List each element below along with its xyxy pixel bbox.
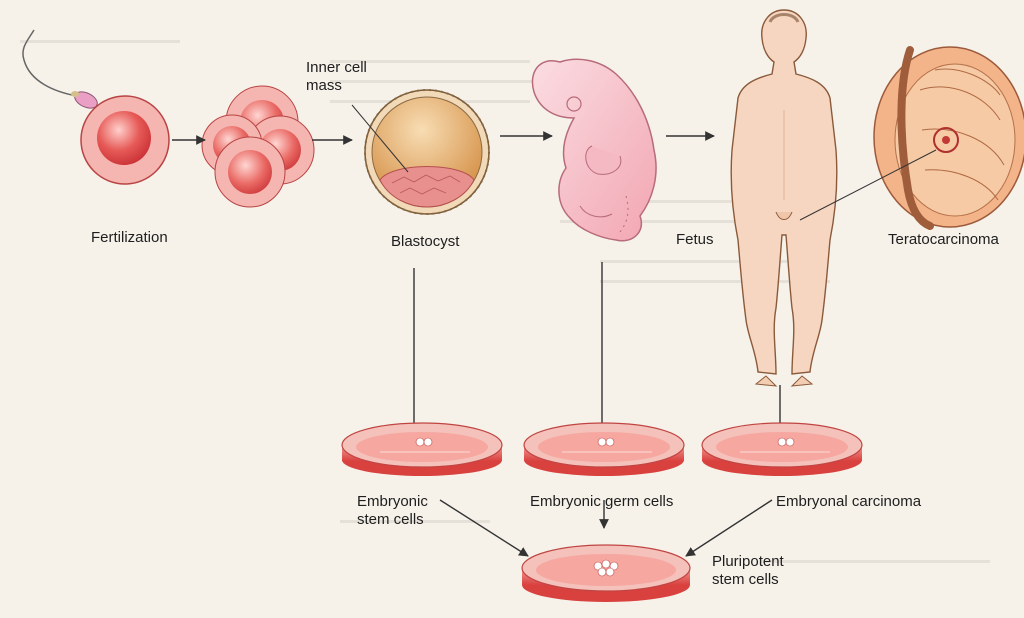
derivation-arrows <box>409 262 785 441</box>
label-embryonic-stem-cells-line2: stem cells <box>357 511 424 528</box>
fertilization-illustration <box>22 29 170 185</box>
teratocarcinoma-illustration <box>799 46 1024 230</box>
dish-embryonic-germ-cells <box>523 422 685 476</box>
morula-illustration <box>201 85 315 208</box>
development-arrows <box>172 131 715 145</box>
sperm-tail <box>22 29 78 97</box>
adult-human-illustration <box>730 9 838 387</box>
fetus-illustration <box>531 58 657 242</box>
label-embryonic-germ-cells: Embryonic germ cells <box>530 493 674 510</box>
label-fertilization: Fertilization <box>91 229 168 246</box>
label-blastocyst: Blastocyst <box>391 233 460 250</box>
dish-embryonal-carcinoma <box>701 422 863 476</box>
tumor-pointer <box>799 149 937 221</box>
inner-cell-mass-pointer <box>351 104 409 173</box>
convergence-arrows <box>439 499 773 557</box>
label-teratocarcinoma: Teratocarcinoma <box>888 231 999 248</box>
dish-embryonic-stem-cells <box>341 422 503 476</box>
label-inner-cell-mass-line2: mass <box>306 77 342 94</box>
label-pluripotent-line2: stem cells <box>712 571 779 588</box>
label-inner-cell-mass-line1: Inner cell <box>306 59 367 76</box>
label-embryonal-carcinoma: Embryonal carcinoma <box>776 493 922 510</box>
background-show-through-text <box>20 40 990 563</box>
label-fetus: Fetus <box>676 231 714 248</box>
dish-pluripotent-stem-cells <box>521 544 691 602</box>
label-embryonic-stem-cells-line1: Embryonic <box>357 493 428 510</box>
label-pluripotent-line1: Pluripotent <box>712 553 784 570</box>
blastocyst-illustration <box>351 89 490 215</box>
